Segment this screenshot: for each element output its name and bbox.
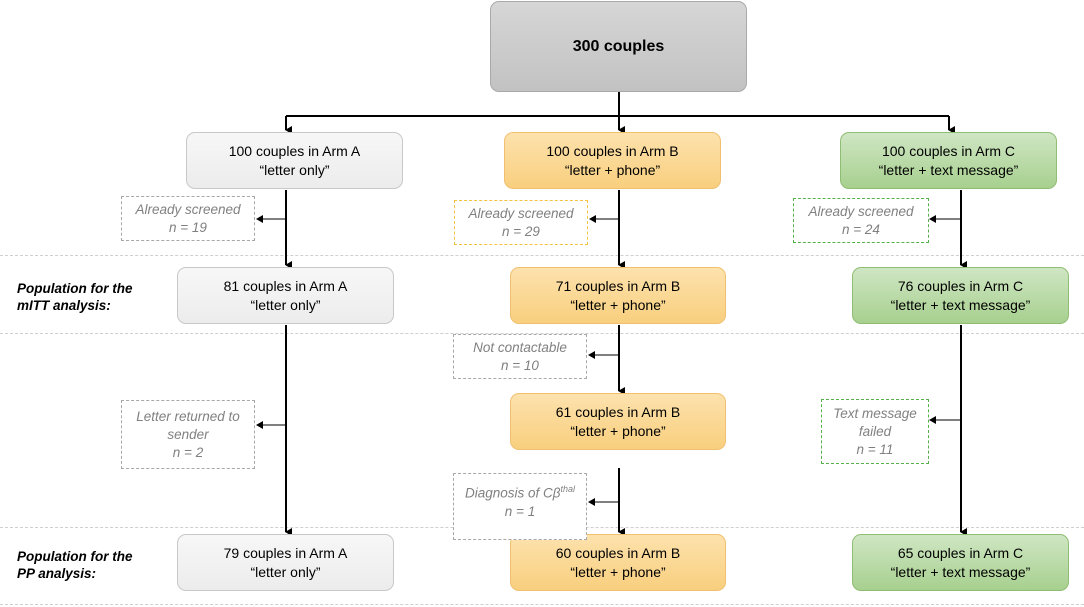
arm-c-text-failed-note: Text message failed n = 11 [821, 399, 929, 464]
arm-b-excl3-line2: n = 1 [504, 503, 536, 519]
arm-b-excl3-text: Diagnosis of Cβ [464, 485, 561, 501]
arm-b-r4-line1: 60 couples in Arm B [555, 544, 681, 561]
arm-a-r1-line1: 100 couples in Arm A [228, 142, 361, 159]
arm-b-r3-line1: 61 couples in Arm B [555, 403, 681, 420]
mitt-population-label: Population for the mITT analysis: [17, 280, 133, 314]
arm-b-r2-line2: “letter + phone” [570, 296, 666, 313]
arm-b-excl1-line2: n = 29 [502, 223, 540, 239]
separator-2 [0, 333, 1084, 334]
arm-a-r3-line1: 79 couples in Arm A [223, 544, 348, 561]
mitt-label-line1: Population for the [17, 281, 133, 296]
mitt-label-line2: mITT analysis: [17, 298, 111, 313]
arm-c-excl1-line1: Already screened [808, 203, 914, 219]
arm-a-pp-box: 79 couples in Arm A “letter only” [177, 534, 394, 591]
pp-label-line2: PP analysis: [17, 566, 97, 581]
separator-4 [0, 604, 1084, 605]
arm-c-excl2-line2: failed [858, 423, 892, 439]
arm-b-r1-line2: “letter + phone” [564, 161, 661, 178]
arm-c-r3-line2: “letter + text message” [890, 563, 1031, 580]
arm-a-mitt-box: 81 couples in Arm A “letter only” [177, 267, 394, 324]
arm-a-r2-line1: 81 couples in Arm A [223, 277, 348, 294]
arm-a-excl2-line1: Letter returned to [136, 408, 240, 424]
arm-a-excl1-line1: Already screened [135, 201, 241, 217]
arm-a-excl2-line3: n = 2 [172, 444, 204, 460]
arm-b-excl2-line1: Not contactable [473, 339, 567, 355]
total-couples-label: 300 couples [572, 38, 665, 55]
arm-b-randomized-box: 100 couples in Arm B “letter + phone” [504, 132, 721, 189]
arm-b-diagnosis-note: Diagnosis of Cβthal n = 1 [453, 473, 587, 540]
separator-1 [0, 255, 1084, 256]
arm-c-r3-line1: 65 couples in Arm C [897, 544, 1024, 561]
arm-c-randomized-box: 100 couples in Arm C “letter + text mess… [840, 132, 1057, 189]
arm-a-r2-line2: “letter only” [250, 296, 321, 313]
arm-a-excl2-line2: sender [167, 426, 209, 442]
arm-c-r1-line2: “letter + text message” [878, 161, 1019, 178]
total-couples-box: 300 couples [490, 1, 747, 92]
arm-c-excl2-line1: Text message [833, 405, 917, 421]
arm-c-already-screened-note: Already screened n = 24 [793, 198, 929, 243]
arm-a-letter-returned-note: Letter returned to sender n = 2 [121, 400, 255, 469]
arm-c-r1-line1: 100 couples in Arm C [881, 142, 1016, 159]
arm-b-r2-line1: 71 couples in Arm B [555, 277, 681, 294]
arm-b-pp-box: 60 couples in Arm B “letter + phone” [510, 534, 726, 591]
arm-c-excl2-line3: n = 11 [856, 441, 894, 457]
arm-b-r3-line2: “letter + phone” [570, 422, 666, 439]
arm-c-excl1-line2: n = 24 [842, 221, 880, 237]
arm-a-r1-line2: “letter only” [259, 161, 330, 178]
arm-c-pp-box: 65 couples in Arm C “letter + text messa… [852, 534, 1069, 591]
arm-a-already-screened-note: Already screened n = 19 [121, 196, 255, 241]
arm-c-r2-line1: 76 couples in Arm C [897, 277, 1024, 294]
pp-population-label: Population for the PP analysis: [17, 548, 133, 582]
arm-b-not-contactable-note: Not contactable n = 10 [453, 334, 587, 379]
arm-a-excl1-line2: n = 19 [169, 219, 207, 235]
arm-b-contacted-box: 61 couples in Arm B “letter + phone” [510, 393, 726, 450]
arm-a-r3-line2: “letter only” [250, 563, 321, 580]
arm-c-mitt-box: 76 couples in Arm C “letter + text messa… [852, 267, 1069, 324]
arm-a-randomized-box: 100 couples in Arm A “letter only” [186, 132, 403, 189]
arm-b-already-screened-note: Already screened n = 29 [454, 200, 588, 245]
arm-b-r1-line1: 100 couples in Arm B [546, 142, 679, 159]
pp-label-line1: Population for the [17, 549, 133, 564]
arm-b-excl3-line1: Diagnosis of Cβthal [465, 480, 575, 503]
arm-b-mitt-box: 71 couples in Arm B “letter + phone” [510, 267, 726, 324]
arm-b-excl3-sup: thal [560, 484, 576, 494]
arm-c-r2-line2: “letter + text message” [890, 296, 1031, 313]
arm-b-excl1-line1: Already screened [468, 205, 574, 221]
arm-b-r4-line2: “letter + phone” [570, 563, 666, 580]
arm-b-excl2-line2: n = 10 [501, 357, 539, 373]
